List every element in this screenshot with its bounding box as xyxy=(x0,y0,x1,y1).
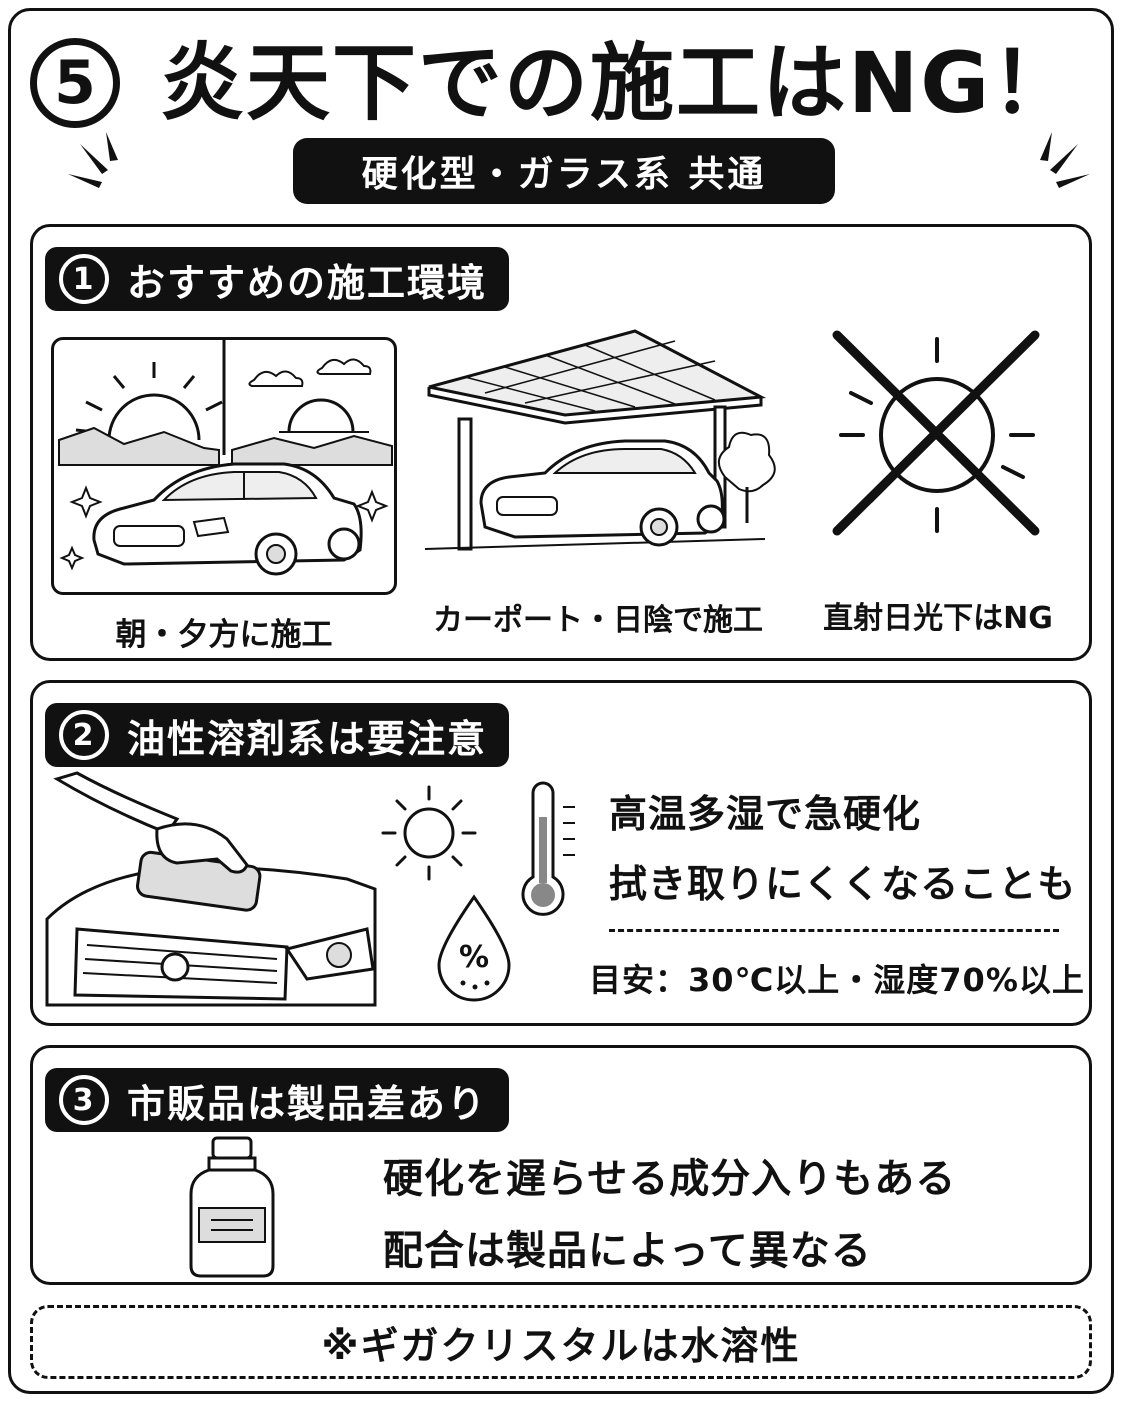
title-number-badge: 5 xyxy=(30,38,120,128)
section3-line2: 配合は製品によって異なる xyxy=(383,1228,872,1274)
section-recommended-environment: 1 おすすめの施工環境 xyxy=(30,224,1092,661)
morning-evening-panel xyxy=(51,337,397,595)
left-burst-icon xyxy=(68,132,118,188)
carport-car-icon xyxy=(424,329,776,551)
section2-guideline: 目安：30℃以上・湿度70%以上 xyxy=(589,961,1085,999)
product-bottle-icon xyxy=(189,1136,275,1278)
wiping-car-hood-icon xyxy=(45,771,377,1007)
section3-header: 3 市販品は製品差あり xyxy=(45,1068,510,1132)
section-product-differences: 3 市販品は製品差あり 硬化を遅らせる成分入りもある 配合は製品によって異なる xyxy=(30,1045,1092,1285)
crossed-sun-icon xyxy=(832,330,1040,536)
sun-icon xyxy=(381,785,477,881)
caption-no-direct-sun: 直射日光下はNG xyxy=(823,601,1053,636)
caption-carport-shade: カーポート・日陰で施工 xyxy=(433,603,763,638)
section-oil-solvent-caution: 2 油性溶剤系は要注意 xyxy=(30,680,1092,1026)
section2-header: 2 油性溶剤系は要注意 xyxy=(45,703,510,767)
humidity-drop-icon: % xyxy=(437,894,511,1002)
dashed-divider xyxy=(609,929,1059,932)
section2-line2: 拭き取りにくくなることも xyxy=(609,862,1077,906)
subtitle-badge: 硬化型・ガラス系 共通 xyxy=(293,138,835,204)
section3-title: 市販品は製品差あり xyxy=(127,1081,488,1126)
section2-line1: 高温多湿で急硬化 xyxy=(609,792,922,836)
humidity-percent-symbol: % xyxy=(459,940,489,975)
section3-line1: 硬化を遅らせる成分入りもある xyxy=(383,1156,957,1202)
page-title: 炎天下での施工はNG！ xyxy=(160,34,1078,132)
section1-title: おすすめの施工環境 xyxy=(127,260,488,305)
section2-number: 2 xyxy=(59,710,109,760)
section1-number: 1 xyxy=(59,254,109,304)
section3-number: 3 xyxy=(59,1075,109,1125)
caption-morning-evening: 朝・夕方に施工 xyxy=(115,617,333,653)
section1-header: 1 おすすめの施工環境 xyxy=(45,247,510,311)
title-row: 5 炎天下での施工はNG！ xyxy=(30,28,1090,138)
section2-title: 油性溶剤系は要注意 xyxy=(127,716,488,761)
thermometer-icon xyxy=(521,781,575,916)
sunrise-car-icon xyxy=(58,340,393,576)
footer-note: ※ギガクリスタルは水溶性 xyxy=(30,1305,1092,1379)
right-burst-icon xyxy=(1040,132,1090,188)
